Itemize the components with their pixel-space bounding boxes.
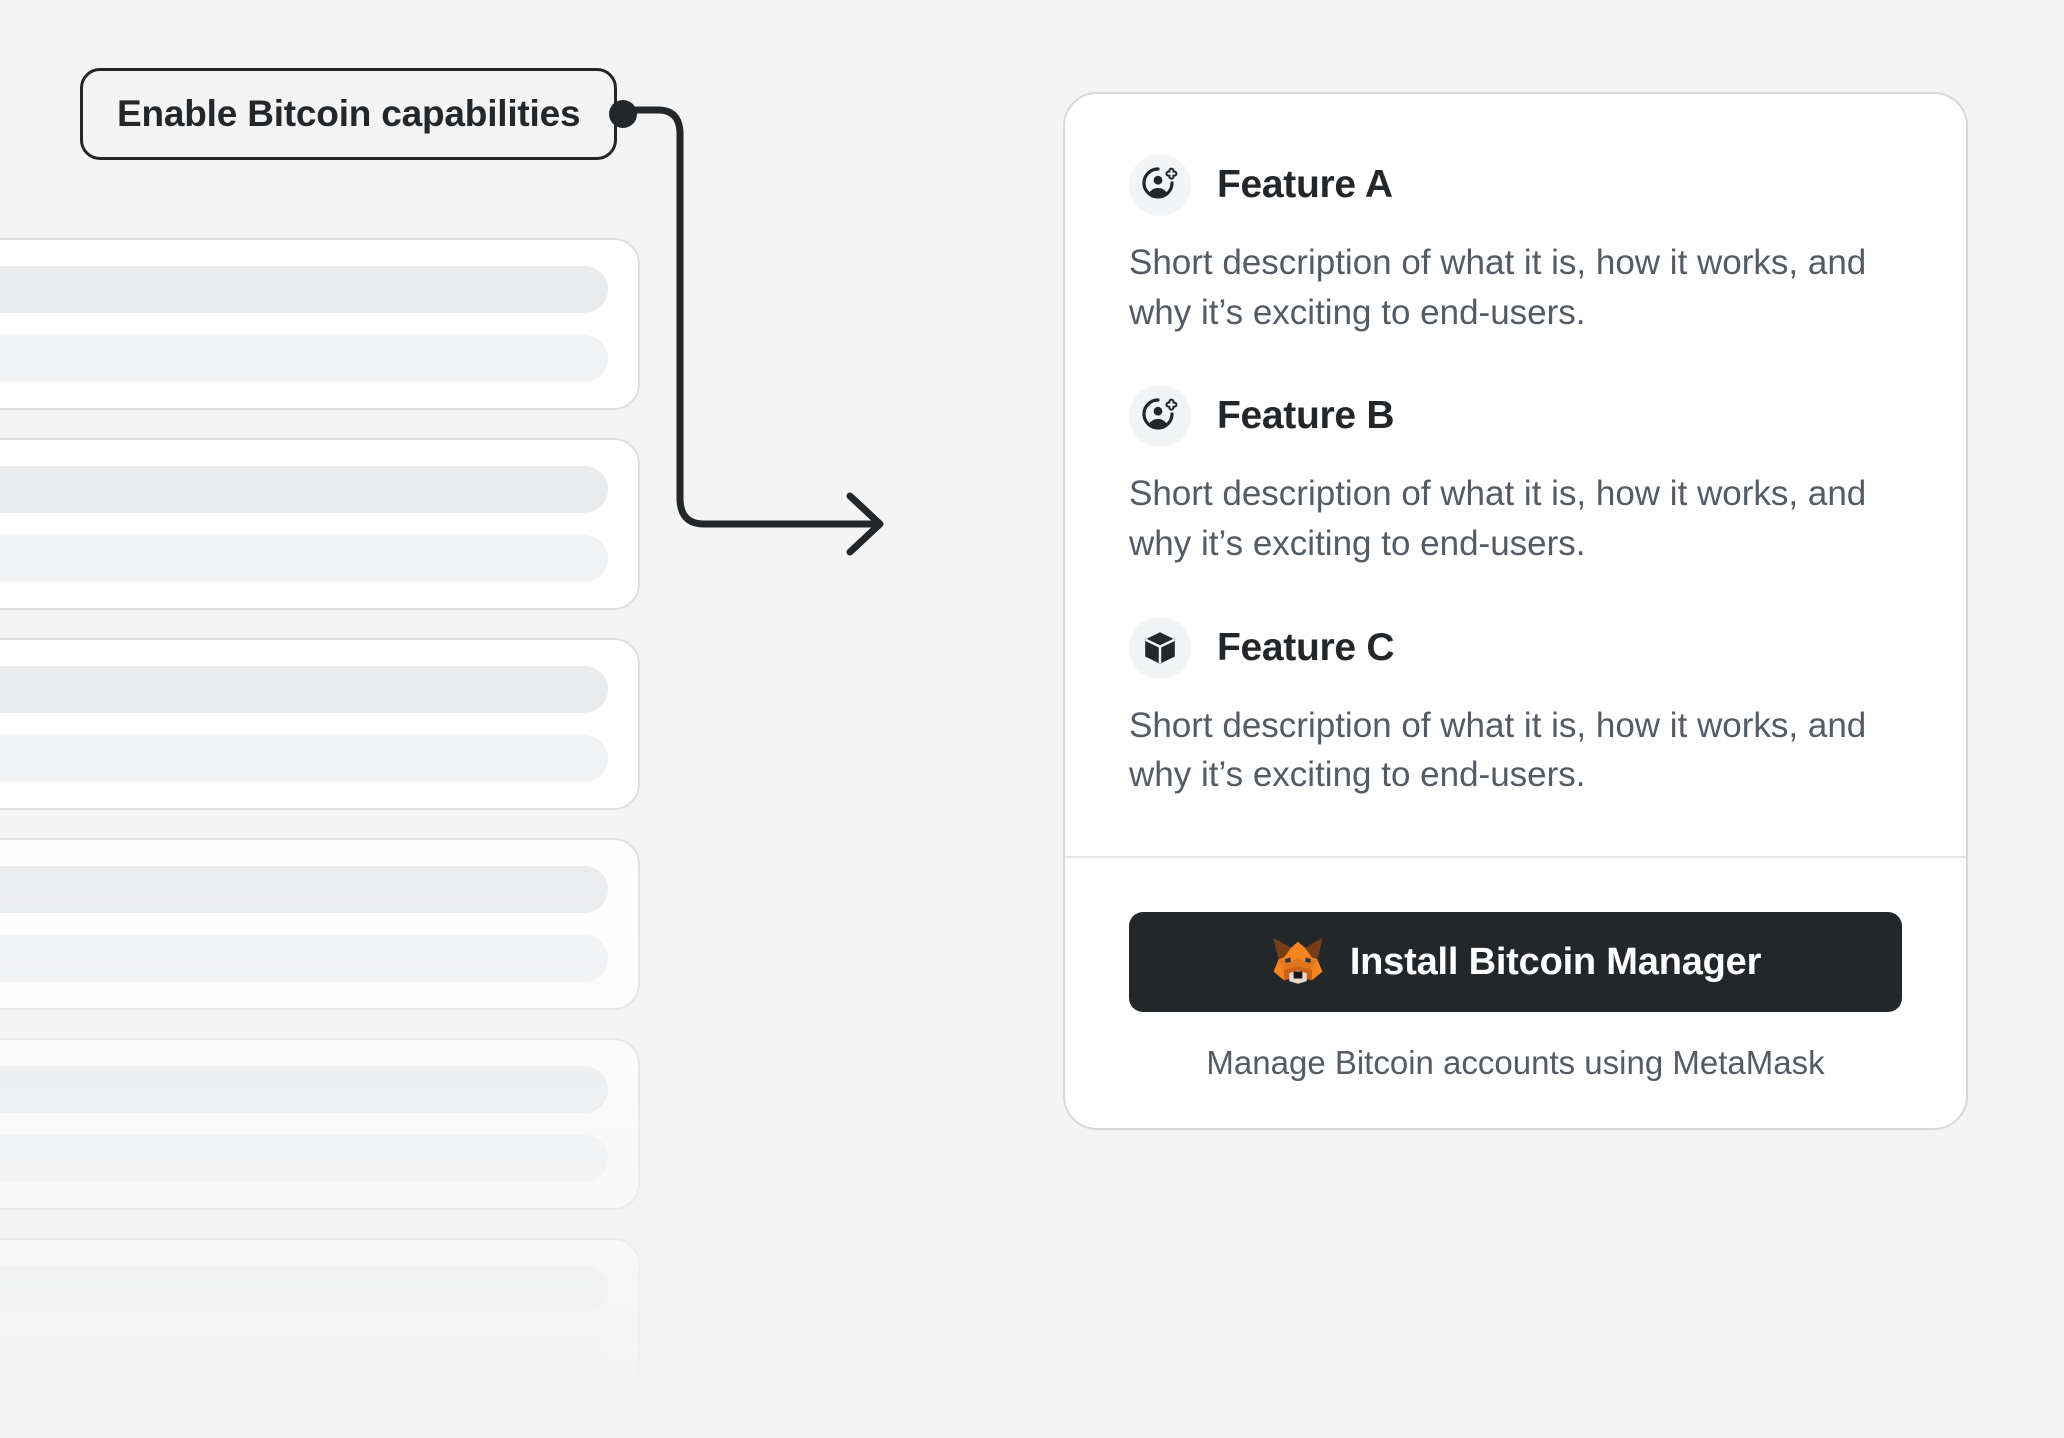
feature-description: Short description of what it is, how it … [1129,474,1867,564]
feature-description: Short description of what it is, how it … [1129,705,1867,795]
skeleton-bar [0,535,608,582]
account-add-icon [1129,154,1191,216]
skeleton-bar [0,1135,608,1182]
install-bitcoin-manager-button[interactable]: Install Bitcoin Manager [1129,912,1902,1013]
feature-item: Feature B Short description of what it is… [1129,385,1902,568]
account-add-icon [1129,385,1191,448]
feature-head: Feature C [1129,616,1902,679]
skeleton-bar [0,666,608,713]
skeleton-bar [0,935,608,982]
skeleton-bar [0,335,608,382]
feature-item: Feature C Short description of what it is… [1129,616,1902,800]
skeleton-bar [0,1335,608,1382]
skeleton-bar [0,1066,608,1113]
feature-list: Feature A Short description of what it is… [1065,94,1966,856]
skeleton-bar [0,266,608,313]
account-add-icon [1142,167,1178,199]
skeleton-card [0,238,640,410]
annotation-label: Enable Bitcoin capabilities [117,93,581,134]
install-button-label: Install Bitcoin Manager [1349,940,1762,983]
feature-head: Feature B [1129,385,1902,448]
cube-icon [1129,616,1191,679]
skeleton-card [0,1038,640,1210]
cube-icon [1145,631,1175,664]
card-divider [1065,856,1966,859]
skeleton-placeholder-column [0,238,640,1438]
skeleton-bar [0,466,608,513]
feature-title: Feature B [1217,394,1395,438]
skeleton-card [0,838,640,1010]
skeleton-bar [0,735,608,782]
feature-title: Feature A [1217,163,1393,206]
card-footer: Install Bitcoin Manager Manage Bitcoin a… [1065,858,1966,1128]
feature-title: Feature C [1217,625,1395,669]
annotation-callout: Enable Bitcoin capabilities [80,68,618,160]
skeleton-card [0,638,640,810]
skeleton-bar [0,866,608,913]
feature-item: Feature A Short description of what it is… [1129,154,1902,337]
bitcoin-capabilities-card: Feature A Short description of what it is… [1063,92,1968,1131]
skeleton-card [0,438,640,610]
account-add-icon [1142,398,1178,430]
skeleton-card [0,1238,640,1410]
feature-description: Short description of what it is, how it … [1129,243,1867,332]
connector-dot-icon [609,100,637,128]
footer-caption: Manage Bitcoin accounts using MetaMask [1206,1044,1825,1082]
metamask-fox-icon [1270,933,1326,992]
feature-head: Feature A [1129,154,1902,216]
arrow-right-icon [620,106,884,556]
skeleton-bar [0,1266,608,1313]
